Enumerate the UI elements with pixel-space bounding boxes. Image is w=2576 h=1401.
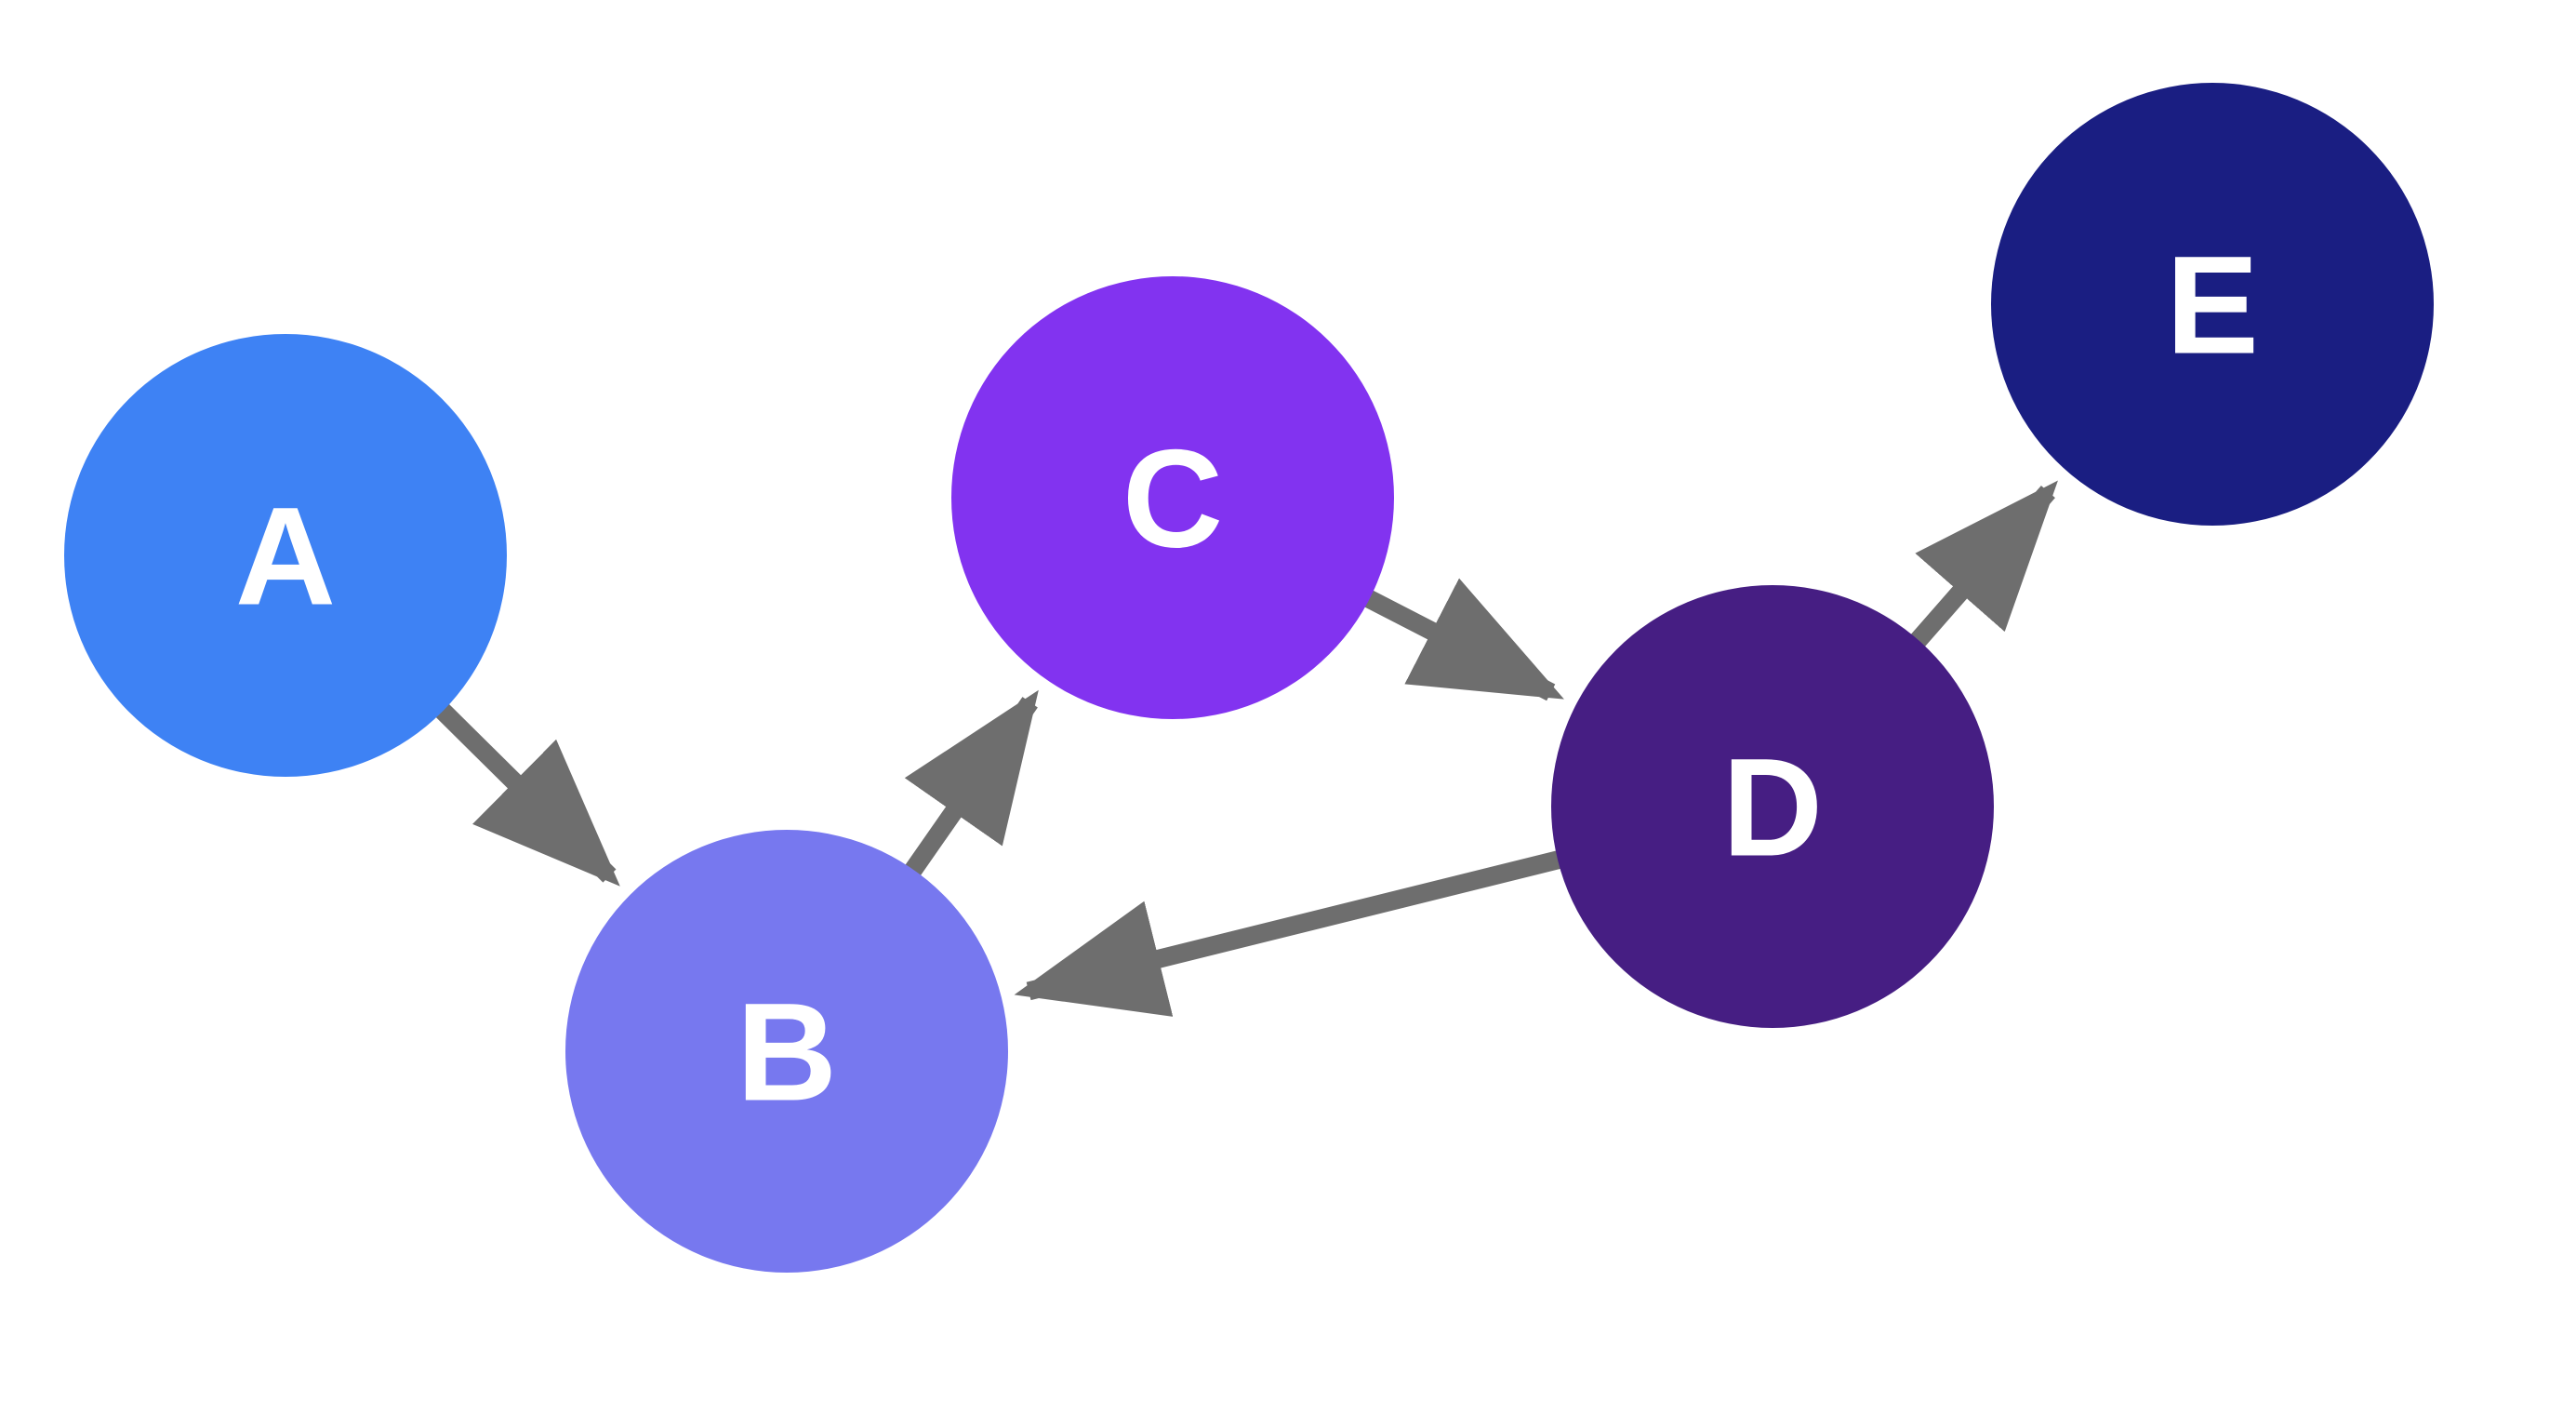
node-D: D xyxy=(1551,585,1994,1028)
node-B-circle xyxy=(565,830,1008,1273)
edge-B-C-arrow xyxy=(900,689,1039,883)
node-C-circle xyxy=(951,276,1394,719)
edge-A-B-arrow xyxy=(430,698,620,887)
node-B: B xyxy=(565,830,1008,1273)
edge-C-D-arrow xyxy=(1357,578,1564,701)
edge-D-B-arrow xyxy=(1014,848,1570,1017)
edge-D-E-arrow xyxy=(1905,480,2058,654)
node-A-circle xyxy=(64,334,507,777)
node-E: E xyxy=(1991,83,2434,526)
node-E-circle xyxy=(1991,83,2434,526)
node-D-circle xyxy=(1551,585,1994,1028)
node-C: C xyxy=(951,276,1394,719)
node-A: A xyxy=(64,334,507,777)
